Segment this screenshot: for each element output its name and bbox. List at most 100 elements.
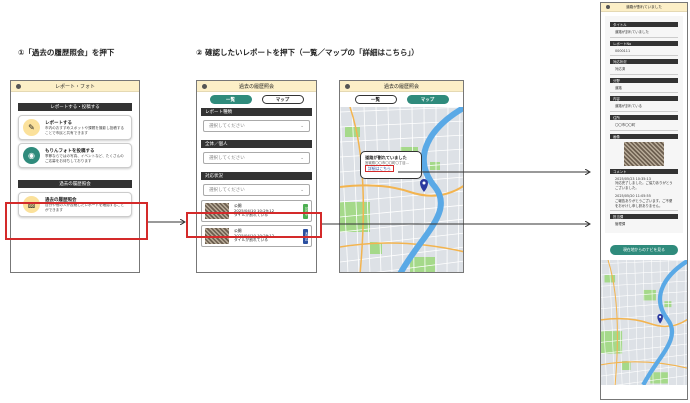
screen-history-map: 過去の履歴照会 一覧マップ 道路が割れていました 宮城県〇〇市〇〇町〇丁目...… — [339, 80, 464, 273]
menu-icon[interactable] — [202, 84, 207, 89]
tab-list[interactable]: 一覧 — [354, 95, 397, 104]
menu-icon[interactable] — [606, 5, 610, 9]
field-label: レポートNo — [610, 40, 678, 46]
street — [676, 259, 678, 385]
field-value: 管理課 — [615, 222, 626, 227]
navigation-button[interactable]: 現在地からのナビを見る — [610, 244, 678, 255]
image-icon: ▨ — [23, 196, 40, 213]
step2-title: ② 確認したいレポートを押下（一覧／マップの「詳細はこちら」） — [196, 48, 419, 57]
field-label: 住所 — [610, 114, 678, 120]
screen-report-photo: レポート・フォト レポートする・投稿する ✎ レポートする市内のおすすめスポット… — [10, 80, 140, 273]
street — [601, 301, 687, 309]
field-value: 対応済 — [610, 66, 678, 75]
street — [683, 259, 686, 385]
location-pin-icon[interactable] — [420, 179, 428, 192]
street — [601, 259, 687, 264]
main-road — [607, 259, 618, 385]
item-date: 2025/04/10 10:29:12 — [234, 207, 275, 213]
field-value: 〇〇市〇〇町 — [610, 122, 678, 131]
filter-label: レポート種類 — [201, 108, 312, 116]
report-card[interactable]: ✎ レポートする市内のおすすめスポットや課題を撮影し投稿することで市民と共有でき… — [18, 115, 132, 140]
status-select[interactable]: 選択してください⌄ — [203, 184, 310, 196]
street — [363, 106, 371, 272]
header: 過去の履歴照会 — [340, 81, 463, 92]
tab-list[interactable]: 一覧 — [209, 95, 252, 104]
street — [457, 106, 461, 272]
card-desc: 季節ならではの写真、イベントなど、たくさんのご応募をお待ちしております — [45, 153, 124, 163]
field-label: タイトル — [610, 22, 678, 27]
main-road — [340, 184, 463, 197]
details-link[interactable]: 詳細はこちら — [365, 165, 394, 173]
menu-icon[interactable] — [16, 84, 21, 89]
field-value: 道路 — [610, 85, 678, 94]
tab-map[interactable]: マップ — [261, 95, 304, 104]
park — [604, 274, 616, 283]
street — [340, 106, 463, 113]
item-status: 公開 — [234, 227, 242, 233]
card-title: 過去の履歴照会 — [45, 197, 77, 203]
highlight-box — [5, 202, 148, 240]
river — [641, 258, 687, 386]
select-placeholder: 選択してください — [209, 124, 245, 129]
park — [622, 360, 631, 370]
street — [601, 332, 687, 343]
filter-label: 全体／個人 — [201, 140, 312, 148]
field-label: 内容 — [610, 96, 678, 102]
chevron-down-icon: ⌄ — [300, 123, 304, 129]
card-title: レポートする — [45, 120, 72, 126]
field-label: 担当課 — [610, 214, 678, 220]
park — [664, 300, 672, 307]
header-title: 過去の履歴照会 — [238, 83, 274, 90]
item-title: タイルが割れている — [234, 212, 269, 218]
report-thumbnail — [205, 203, 229, 219]
street — [411, 106, 415, 272]
menu-icon[interactable] — [345, 84, 350, 89]
photo-post-card[interactable]: ◉ もりんフォトを投稿する季節ならではの写真、イベントなど、たくさんのご応募をお… — [18, 143, 132, 168]
location-pin-icon[interactable] — [657, 313, 663, 324]
item-date: 2025/04/10 10:29:12 — [234, 232, 275, 238]
highlight-box — [186, 212, 322, 238]
scope-select[interactable]: 選択してください ⌄ — [203, 152, 310, 164]
map-view[interactable] — [601, 258, 688, 388]
street — [351, 106, 360, 272]
header: レポート・フォト — [11, 81, 139, 92]
item-title: タイルが割れている — [234, 237, 269, 243]
field-value: 0000111 — [610, 48, 678, 57]
step1-title: ①「過去の履歴照会」を押下 — [18, 48, 115, 57]
park — [410, 257, 435, 272]
pencil-icon: ✎ — [23, 119, 40, 136]
comment-date: 2025/05/20 11:05:55 — [615, 194, 651, 199]
section-title: レポートする・投稿する — [18, 103, 132, 111]
park — [370, 242, 382, 254]
street — [340, 218, 463, 233]
chevron-down-icon: ⌄ — [300, 155, 304, 161]
field-value: 道路が割れている — [610, 103, 678, 112]
card-desc: 市内のおすすめスポットや課題を撮影し投稿することで市民と共有できます — [45, 125, 125, 135]
history-card[interactable]: ▨ 過去の履歴照会自分や他の人が投稿したレポートを確認することができます — [18, 192, 132, 217]
card-desc: 自分や他の人が投稿したレポートを確認することができます — [45, 202, 125, 212]
street — [651, 259, 654, 385]
header: 過去の履歴照会 — [197, 81, 316, 92]
main-road — [601, 360, 687, 369]
comment-text: 対応完了しました。ご協力ありがとうございました。 — [615, 181, 673, 190]
popup-address: 宮城県〇〇市〇〇町〇丁目... — [365, 160, 409, 165]
street — [601, 280, 687, 287]
section-title: 過去の履歴照会 — [18, 180, 132, 188]
comment-text: ご報告ありがとうございます。ご不便をおかけし申し訳ありません。 — [615, 198, 673, 208]
street — [601, 343, 687, 354]
filter-label: 対応状況 — [201, 172, 312, 180]
street — [626, 259, 631, 385]
camera-icon: ◉ — [23, 147, 40, 164]
field-label: 画像 — [610, 133, 678, 139]
report-type-select[interactable]: 選択してください ⌄ — [203, 120, 310, 132]
tab-map[interactable]: マップ — [406, 95, 449, 104]
park — [345, 127, 360, 137]
street — [634, 259, 638, 385]
map-background — [601, 259, 687, 385]
select-placeholder: 選択してください — [209, 156, 245, 161]
street — [375, 106, 382, 272]
street — [601, 322, 687, 332]
